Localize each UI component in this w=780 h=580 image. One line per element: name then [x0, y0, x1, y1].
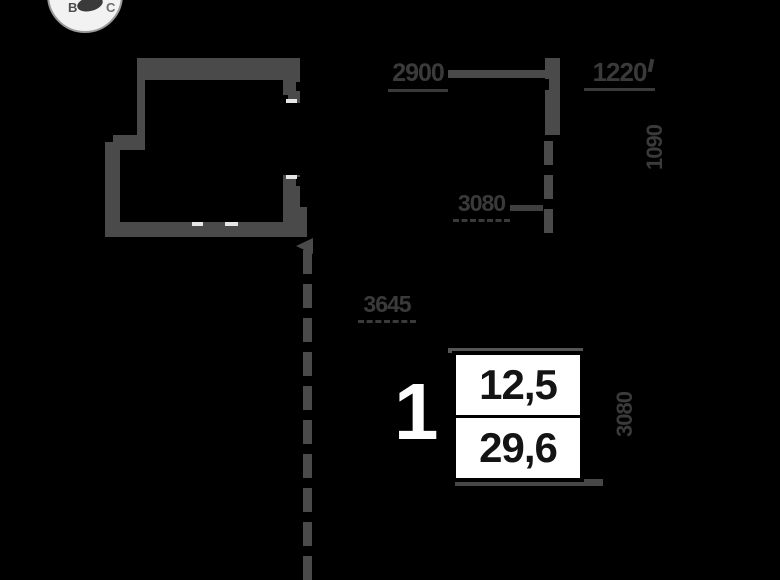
dashed-boundary-main: [303, 250, 312, 580]
unit-number: 1: [394, 367, 439, 456]
window-tick-left: [192, 222, 203, 226]
door-notch-top: [296, 82, 304, 91]
wall-left-lower: [105, 150, 120, 237]
compass-north-label: С: [106, 0, 116, 15]
door-sill-top: [286, 99, 297, 103]
wall-left-jog: [105, 135, 145, 150]
wall-right-column: [545, 58, 560, 135]
dimension-right-vertical: 1090: [642, 125, 667, 171]
box-shadow-top: [448, 348, 583, 353]
box-shadow-bottom: [455, 479, 603, 486]
compass-west-label: В: [68, 0, 78, 15]
door-sill-bottom: [286, 175, 297, 179]
door-notch-inner: [281, 95, 288, 103]
dimension-box-vertical: 3080: [612, 392, 637, 438]
column-door-notch: [543, 79, 549, 90]
area-box: 12,5 29,6: [452, 351, 584, 482]
wall-right-lower: [283, 175, 300, 222]
corner-notch: [105, 135, 113, 142]
wall-partition: [448, 70, 545, 78]
door-notch-bottom: [296, 177, 304, 186]
dimension-lower: 3645: [358, 293, 416, 323]
dimension-middle: 3080: [453, 192, 510, 222]
wall-right-stub: [300, 207, 307, 222]
boundary-wedge: [296, 238, 313, 254]
wall-left-upper: [137, 80, 145, 135]
dimension-top-left: 2900: [388, 61, 448, 92]
wall-bottom: [105, 222, 307, 237]
dashed-wall-right: [544, 141, 553, 240]
dimension-top-right: 1220: [584, 59, 655, 91]
wall-top: [137, 58, 300, 80]
compass-icon: В С: [47, 0, 123, 33]
compass-needle-icon: [75, 0, 105, 14]
dimension-line-middle: [510, 205, 543, 211]
living-area-value: 12,5: [456, 355, 580, 418]
total-area-value: 29,6: [479, 424, 558, 471]
window-tick-right: [225, 222, 238, 226]
